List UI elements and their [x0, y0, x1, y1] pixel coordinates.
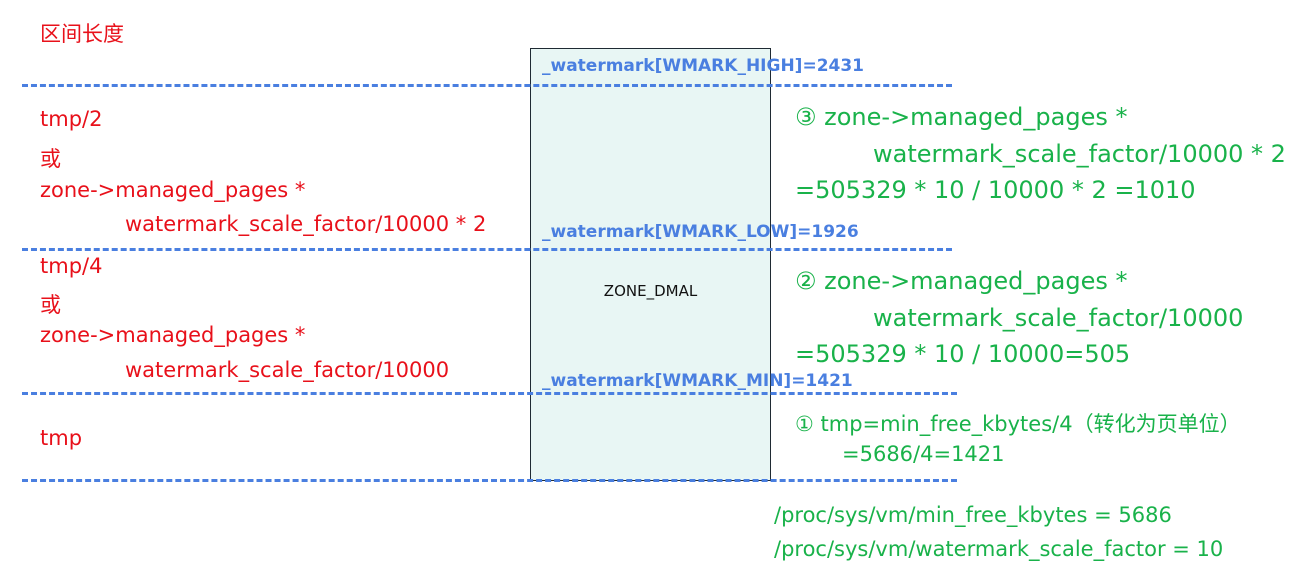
left-high-line-3: zone->managed_pages * [40, 178, 306, 202]
step2-line-1: ② zone->managed_pages * [795, 267, 1128, 295]
left-high-line-1: tmp/2 [40, 107, 103, 131]
diagram-title: 区间长度 [40, 22, 124, 46]
proc-watermark-scale-factor: /proc/sys/vm/watermark_scale_factor = 10 [774, 537, 1224, 561]
watermark-low-label: _watermark[WMARK_LOW]=1926 [542, 222, 859, 242]
left-high-line-4: watermark_scale_factor/10000 * 2 [125, 212, 487, 236]
step3-line-1: ③ zone->managed_pages * [795, 103, 1128, 131]
left-low-line-2: 或 [40, 293, 61, 317]
proc-min-free-kbytes: /proc/sys/vm/min_free_kbytes = 5686 [774, 503, 1172, 527]
zone-box: ZONE_DMAL [530, 48, 771, 481]
low-watermark-line [22, 248, 952, 251]
step3-line-3: =505329 * 10 / 10000 * 2 =1010 [795, 176, 1196, 204]
left-min-line-1: tmp [40, 426, 83, 450]
left-low-line-1: tmp/4 [40, 254, 103, 278]
watermark-high-label: _watermark[WMARK_HIGH]=2431 [542, 56, 865, 76]
step1-line-2: =5686/4=1421 [842, 442, 1005, 466]
watermark-min-label: _watermark[WMARK_MIN]=1421 [542, 371, 853, 391]
step2-line-2: watermark_scale_factor/10000 [873, 304, 1244, 332]
step1-line-1: ① tmp=min_free_kbytes/4（转化为页单位） [795, 412, 1241, 436]
min-watermark-line [22, 392, 957, 395]
high-watermark-line [22, 84, 952, 87]
zero-line [22, 479, 957, 482]
step2-line-3: =505329 * 10 / 10000=505 [795, 340, 1131, 368]
left-high-line-2: 或 [40, 147, 61, 171]
zone-label: ZONE_DMAL [603, 282, 698, 300]
step3-line-2: watermark_scale_factor/10000 * 2 [873, 140, 1286, 168]
left-low-line-3: zone->managed_pages * [40, 323, 306, 347]
left-low-line-4: watermark_scale_factor/10000 [125, 358, 450, 382]
